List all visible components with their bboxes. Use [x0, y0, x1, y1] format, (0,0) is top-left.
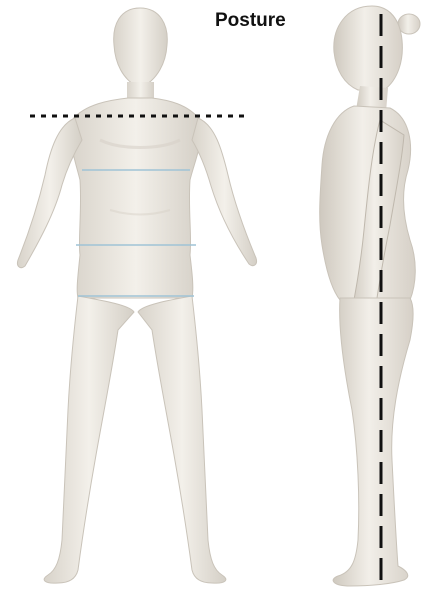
front-torso	[70, 98, 202, 298]
side-view-body	[320, 6, 420, 586]
side-hair-bun	[398, 14, 420, 34]
front-leg-left	[44, 296, 134, 583]
front-leg-right	[138, 296, 226, 583]
side-head	[334, 6, 403, 90]
front-arm-left	[17, 118, 82, 268]
front-head	[114, 8, 168, 88]
front-arm-right	[192, 118, 257, 266]
side-leg	[333, 298, 413, 586]
